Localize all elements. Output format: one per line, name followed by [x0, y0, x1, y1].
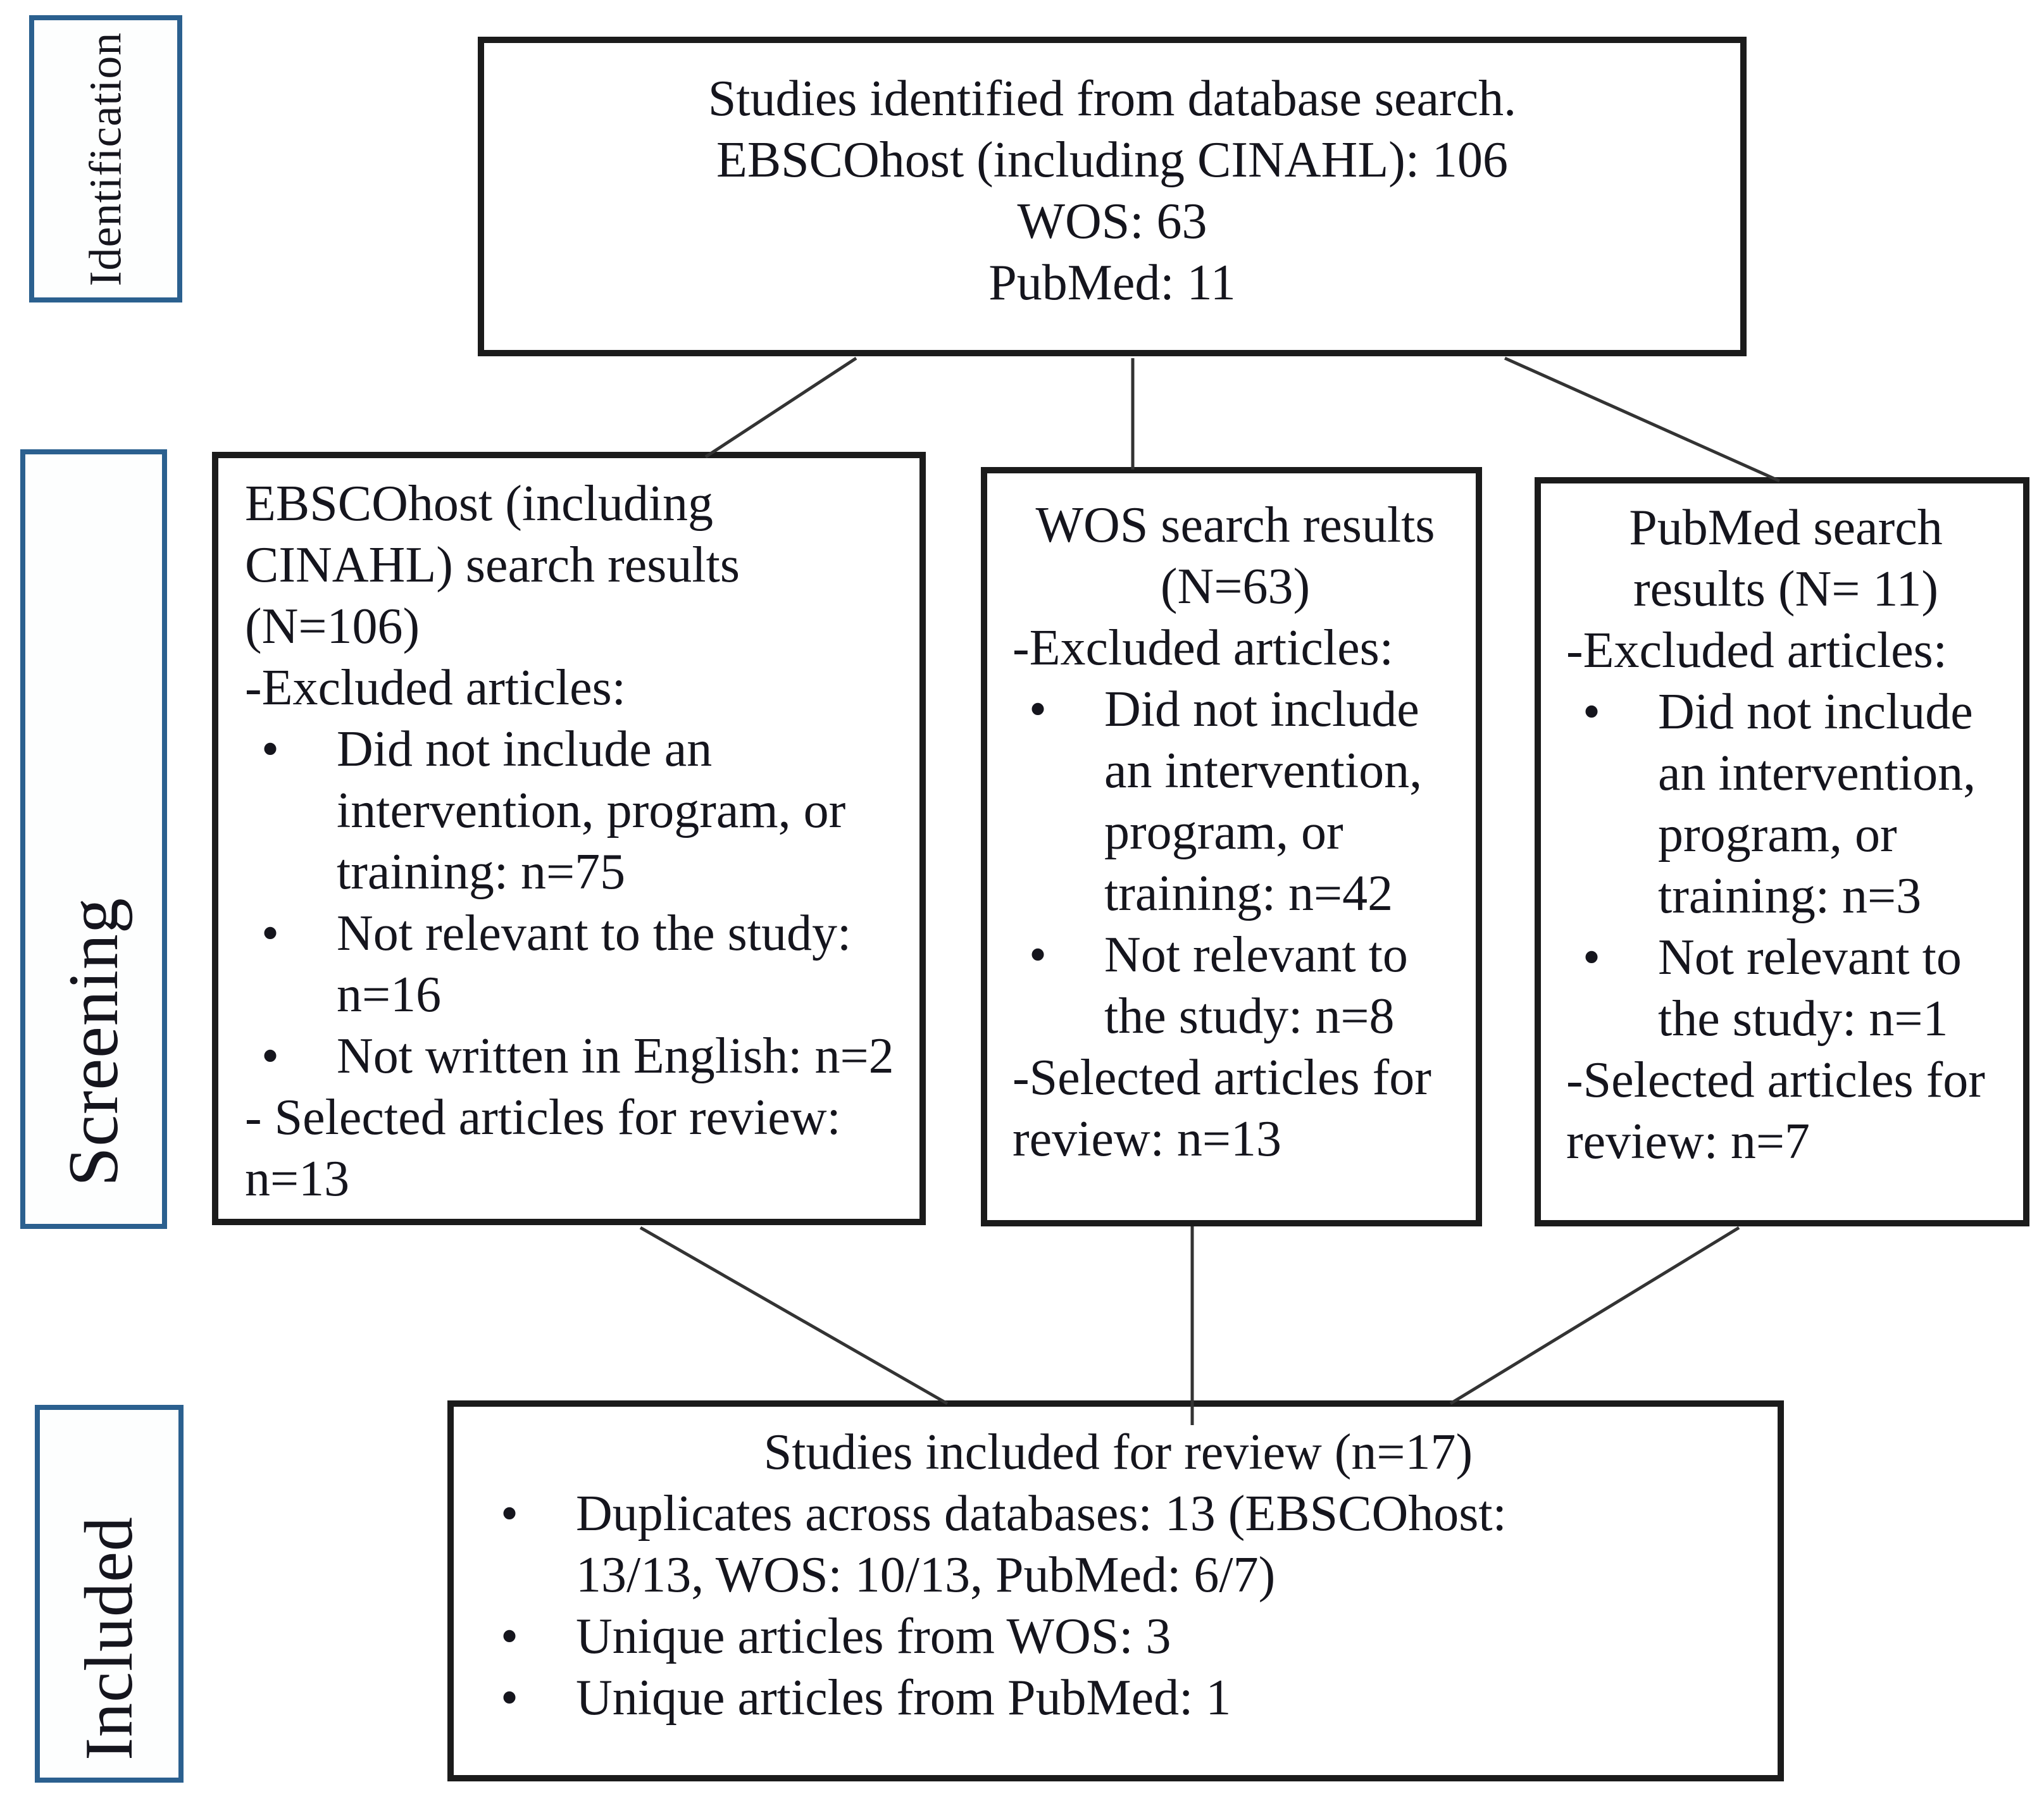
- exclusion-reason: Not relevant to the study: n=1: [1658, 930, 1962, 1047]
- stage-label-included: Included: [71, 1516, 147, 1760]
- list-item: Did not include an intervention, program…: [245, 719, 902, 903]
- exclusion-reason: Not relevant to the study: n=16: [337, 906, 852, 1023]
- bullet-icon: [1013, 925, 1104, 1047]
- exclusion-reason: Did not include an intervention, program…: [337, 721, 846, 900]
- identified-line-ebscohost-count: EBSCOhost (including CINAHL): 106: [716, 132, 1509, 188]
- identified-line-wos-count: WOS: 63: [1017, 194, 1207, 249]
- bullet-icon: [245, 719, 337, 903]
- list-item: Not written in English: n=2: [245, 1026, 902, 1087]
- bullet-icon: [1566, 682, 1658, 927]
- list-item: Not relevant to the study: n=16: [245, 903, 902, 1026]
- included-box-title: Studies included for review (n=17): [763, 1424, 1473, 1480]
- stage-box-identification: Identification: [29, 15, 182, 302]
- connector-pubmed-to-included: [1449, 1226, 1740, 1405]
- included-detail: Duplicates across databases: 13 (EBSCOho…: [576, 1486, 1507, 1603]
- wos-excluded-heading: -Excluded articles:: [1013, 620, 1393, 676]
- list-item: Unique articles from PubMed: 1: [484, 1667, 1752, 1729]
- box-pubmed-results: PubMed search results (N= 11) -Excluded …: [1535, 477, 2029, 1226]
- bullet-icon: [484, 1483, 576, 1606]
- list-item: Did not include an intervention, program…: [1566, 682, 2005, 927]
- bullet-icon: [484, 1667, 576, 1729]
- box-studies-identified: Studies identified from database search.…: [478, 37, 1747, 356]
- exclusion-reason: Did not include an intervention, program…: [1658, 684, 1976, 924]
- bullet-icon: [1566, 927, 1658, 1050]
- bullet-icon: [1013, 679, 1104, 925]
- wos-box-title: WOS search results (N=63): [1035, 497, 1435, 614]
- list-item: Did not include an intervention, program…: [1013, 679, 1458, 925]
- stage-box-included: Included: [35, 1405, 184, 1783]
- connector-identified-to-ebscohost: [704, 356, 857, 459]
- included-detail: Unique articles from PubMed: 1: [576, 1670, 1231, 1726]
- list-item: Unique articles from WOS: 3: [484, 1606, 1752, 1667]
- included-detail: Unique articles from WOS: 3: [576, 1609, 1171, 1664]
- stage-label-screening: Screening: [54, 897, 133, 1187]
- pubmed-box-title: PubMed search results (N= 11): [1629, 500, 1943, 617]
- ebscohost-excluded-heading: -Excluded articles:: [245, 660, 626, 716]
- connector-identified-to-pubmed: [1504, 356, 1781, 483]
- exclusion-reason: Not written in English: n=2: [337, 1028, 894, 1084]
- exclusion-reason: Not relevant to the study: n=8: [1104, 927, 1408, 1044]
- pubmed-excluded-heading: -Excluded articles:: [1566, 623, 1947, 678]
- bullet-icon: [484, 1606, 576, 1667]
- list-item: Not relevant to the study: n=1: [1566, 927, 2005, 1050]
- exclusion-reason: Did not include an intervention, program…: [1104, 682, 1423, 921]
- box-wos-results: WOS search results (N=63) -Excluded arti…: [981, 467, 1482, 1226]
- identified-line-pubmed-count: PubMed: 11: [988, 255, 1236, 311]
- wos-selected-for-review: -Selected articles for review: n=13: [1013, 1050, 1431, 1167]
- ebscohost-selected-for-review: - Selected articles for review: n=13: [245, 1090, 841, 1207]
- bullet-icon: [245, 903, 337, 1026]
- box-ebscohost-results: EBSCOhost (including CINAHL) search resu…: [212, 452, 926, 1225]
- connector-ebscohost-to-included: [639, 1226, 949, 1405]
- box-studies-included: Studies included for review (n=17) Dupli…: [447, 1400, 1784, 1781]
- bullet-icon: [245, 1026, 337, 1087]
- list-item: Duplicates across databases: 13 (EBSCOho…: [484, 1483, 1752, 1606]
- identified-line-summary: Studies identified from database search.: [707, 71, 1517, 127]
- pubmed-selected-for-review: -Selected articles for review: n=7: [1566, 1052, 1985, 1169]
- ebscohost-box-title: EBSCOhost (including CINAHL) search resu…: [245, 476, 740, 654]
- stage-label-identification: Identification: [80, 32, 131, 286]
- list-item: Not relevant to the study: n=8: [1013, 925, 1458, 1047]
- stage-box-screening: Screening: [20, 449, 167, 1229]
